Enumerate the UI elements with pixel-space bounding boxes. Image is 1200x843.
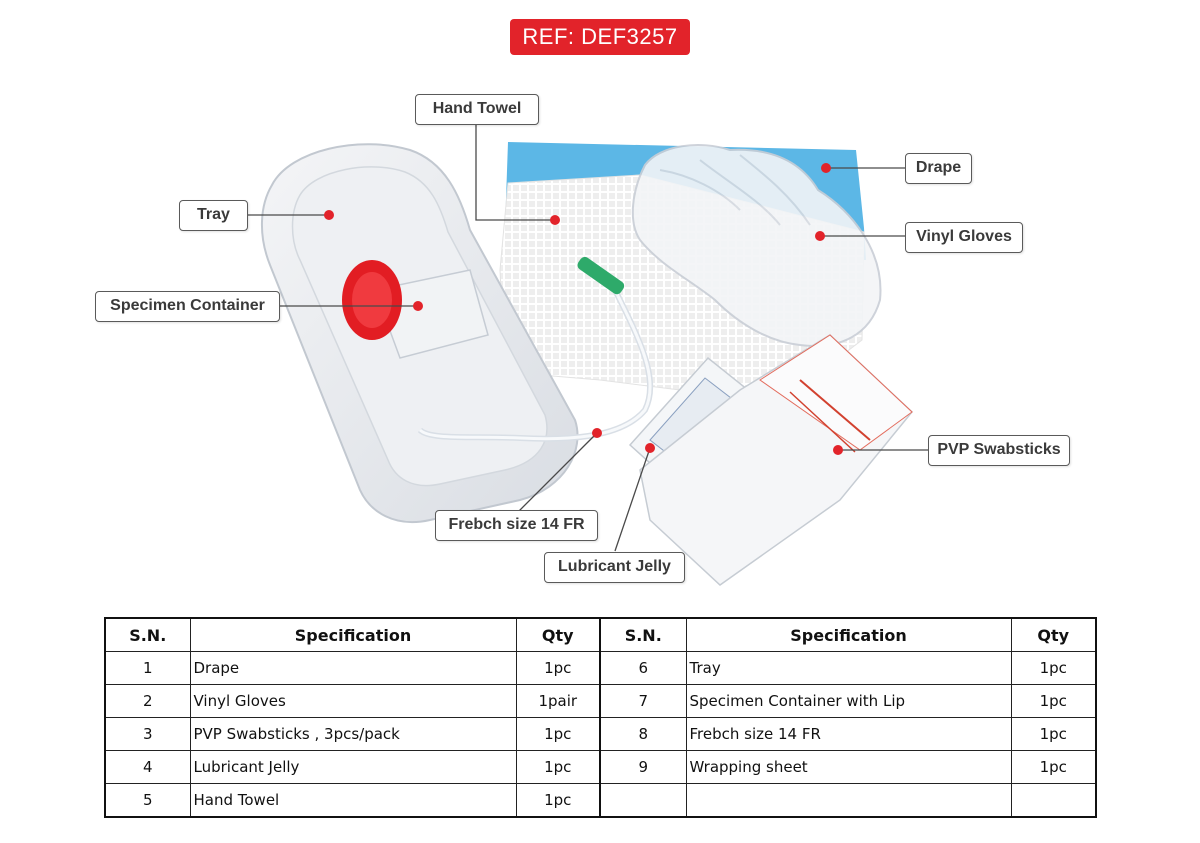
pvp-swabsticks-image: [639, 334, 914, 586]
cell-qty: 1pc: [1010, 717, 1097, 751]
header-sn: S.N.: [599, 617, 687, 652]
callout-pvp-swabsticks: PVP Swabsticks: [928, 435, 1070, 466]
marker-dot: [645, 443, 655, 453]
spec-table: S.N. Specification Qty S.N. Specificatio…: [104, 617, 1097, 818]
leader-lines: [248, 125, 928, 552]
cell-spec: Frebch size 14 FR: [685, 717, 1012, 751]
callout-catheter: Frebch size 14 FR: [435, 510, 598, 541]
cell-sn: 4: [104, 750, 191, 784]
cell-sn: 3: [104, 717, 191, 751]
cell-spec: Drape: [189, 651, 517, 685]
cell-qty: 1pc: [1010, 750, 1097, 784]
ref-badge: REF: DEF3257: [510, 19, 690, 55]
marker-dot: [550, 215, 560, 225]
vinyl-gloves-image: [631, 144, 882, 347]
callout-drape: Drape: [905, 153, 972, 184]
cell-spec: Specimen Container with Lip: [685, 684, 1012, 718]
marker-dot: [815, 231, 825, 241]
cell-sn: 5: [104, 783, 191, 818]
cell-qty: 1pc: [1010, 651, 1097, 685]
cell-spec: Vinyl Gloves: [189, 684, 517, 718]
marker-dot: [592, 428, 602, 438]
header-sn: S.N.: [104, 617, 191, 652]
cell-qty: 1pc: [515, 651, 601, 685]
header-qty: Qty: [515, 617, 601, 652]
cell-qty: 1pc: [515, 783, 601, 818]
callout-lubricant-jelly: Lubricant Jelly: [544, 552, 685, 583]
cell-spec: Lubricant Jelly: [189, 750, 517, 784]
cell-sn: 8: [599, 717, 687, 751]
cell-sn: 7: [599, 684, 687, 718]
cell-sn: 9: [599, 750, 687, 784]
table-row: 1 Drape 1pc 6 Tray 1pc: [104, 651, 1097, 685]
marker-dot: [413, 301, 423, 311]
specimen-container-image: [342, 260, 489, 359]
cell-spec: PVP Swabsticks , 3pcs/pack: [189, 717, 517, 751]
marker-dot: [324, 210, 334, 220]
table-row: 2 Vinyl Gloves 1pair 7 Specimen Containe…: [104, 684, 1097, 718]
header-spec: Specification: [189, 617, 517, 652]
callout-specimen-container: Specimen Container: [95, 291, 280, 322]
kit-illustration: [248, 125, 928, 586]
header-qty: Qty: [1010, 617, 1097, 652]
marker-dot: [821, 163, 831, 173]
cell-spec: Wrapping sheet: [685, 750, 1012, 784]
table-row: 3 PVP Swabsticks , 3pcs/pack 1pc 8 Frebc…: [104, 717, 1097, 751]
table-row: 5 Hand Towel 1pc: [104, 783, 1097, 818]
cell-qty: 1pc: [1010, 684, 1097, 718]
cell-spec: Hand Towel: [189, 783, 517, 818]
callout-tray: Tray: [179, 200, 248, 231]
table-row: 4 Lubricant Jelly 1pc 9 Wrapping sheet 1…: [104, 750, 1097, 784]
cell-spec: Tray: [685, 651, 1012, 685]
cell-sn: 6: [599, 651, 687, 685]
cell-qty: 1pc: [515, 750, 601, 784]
cell-qty: [1010, 783, 1097, 818]
callout-hand-towel: Hand Towel: [415, 94, 539, 125]
header-spec: Specification: [685, 617, 1012, 652]
marker-dots: [324, 163, 843, 455]
cell-sn: 1: [104, 651, 191, 685]
callout-vinyl-gloves: Vinyl Gloves: [905, 222, 1023, 253]
cell-spec: [685, 783, 1012, 818]
cell-sn: 2: [104, 684, 191, 718]
cell-sn: [599, 783, 687, 818]
cell-qty: 1pair: [515, 684, 601, 718]
marker-dot: [833, 445, 843, 455]
table-header-row: S.N. Specification Qty S.N. Specificatio…: [104, 617, 1097, 652]
cell-qty: 1pc: [515, 717, 601, 751]
